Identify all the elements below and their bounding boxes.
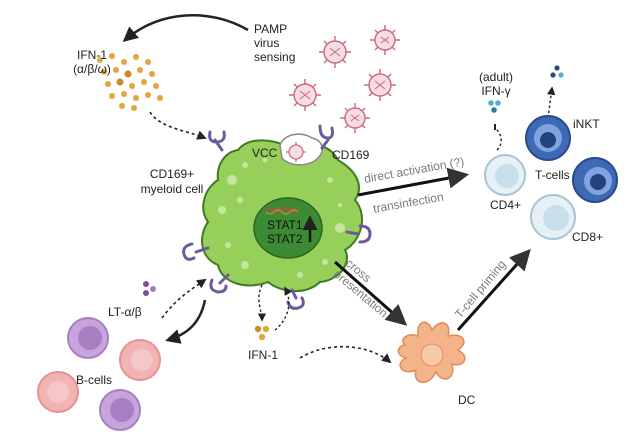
cytoplasm-granules [218,157,345,278]
tcells-label: T-cells [535,168,570,182]
virus-particles [289,25,400,133]
ifn1-top-label-line1: IFN-1 [77,48,107,62]
cd169-myeloid-label-line2: myeloid cell [140,182,204,196]
ifn1-to-dc-arrow [299,345,392,364]
b-cell-purple-2 [99,389,141,431]
pamp-label-line3: sensing [254,50,296,64]
cross-presentation-arrow [334,260,408,326]
b-cell-pink-2 [37,371,79,413]
dc-nucleus [420,343,444,367]
nucleus [253,197,323,259]
ifn1-top-dots [97,53,163,111]
cd169-myeloid-label-line1: CD169+ [149,167,195,181]
ifn1-bottom-label: IFN-1 [248,348,278,362]
cd8-label: CD8+ [572,230,604,244]
t-cell-dark [572,157,618,203]
stat2-label: STAT2 [267,232,303,246]
direct-activation-arrow [357,167,470,197]
bcells-label: B-cells [76,373,113,387]
cd169-receptors [182,124,372,310]
cd169-label: CD169 [332,148,370,162]
adult-label-line1: (adult) [478,70,513,84]
dc-label: DC [458,393,476,407]
dna-strand [265,207,299,213]
stat1-label: STAT1 [267,218,303,232]
myeloid-to-ifn1-dashed [257,284,267,322]
b-cell-purple-1 [67,317,109,359]
vcc-label: VCC [252,146,278,160]
ifn1-back-dashed [274,286,293,331]
dna-strand-2 [265,209,299,215]
tcell-priming-arrow [456,248,531,332]
inkt-cell [525,115,571,161]
pamp-to-ifn-arrow [122,14,249,42]
cd4-t-cell [484,154,526,196]
myeloid-to-bcells-arrow [165,299,207,344]
b-cell-pink-1 [119,339,161,381]
ifng-label: IFN-γ [481,84,511,98]
vcc-compartment [279,133,323,166]
lt-ab-label: LT-α/β [108,305,142,319]
pamp-label-line2: virus [254,36,280,50]
cd4-label: CD4+ [490,198,522,212]
pamp-label-line1: PAMP [254,22,288,36]
ifn-to-receptor-arrow [149,111,207,140]
cd4-ifng-dashed [494,127,502,151]
ifn-gamma-dots [488,65,564,113]
inkt-label: iNKT [573,117,600,131]
lt-ab-dots [143,281,156,296]
ifn1-bottom-dots [254,325,270,341]
ifn1-top-label-line2: (α/β/ω) [73,62,111,76]
inkt-dashed-arrow [546,86,556,119]
lt-to-myeloid-arrow [161,278,207,319]
cd8-t-cell [530,194,576,240]
